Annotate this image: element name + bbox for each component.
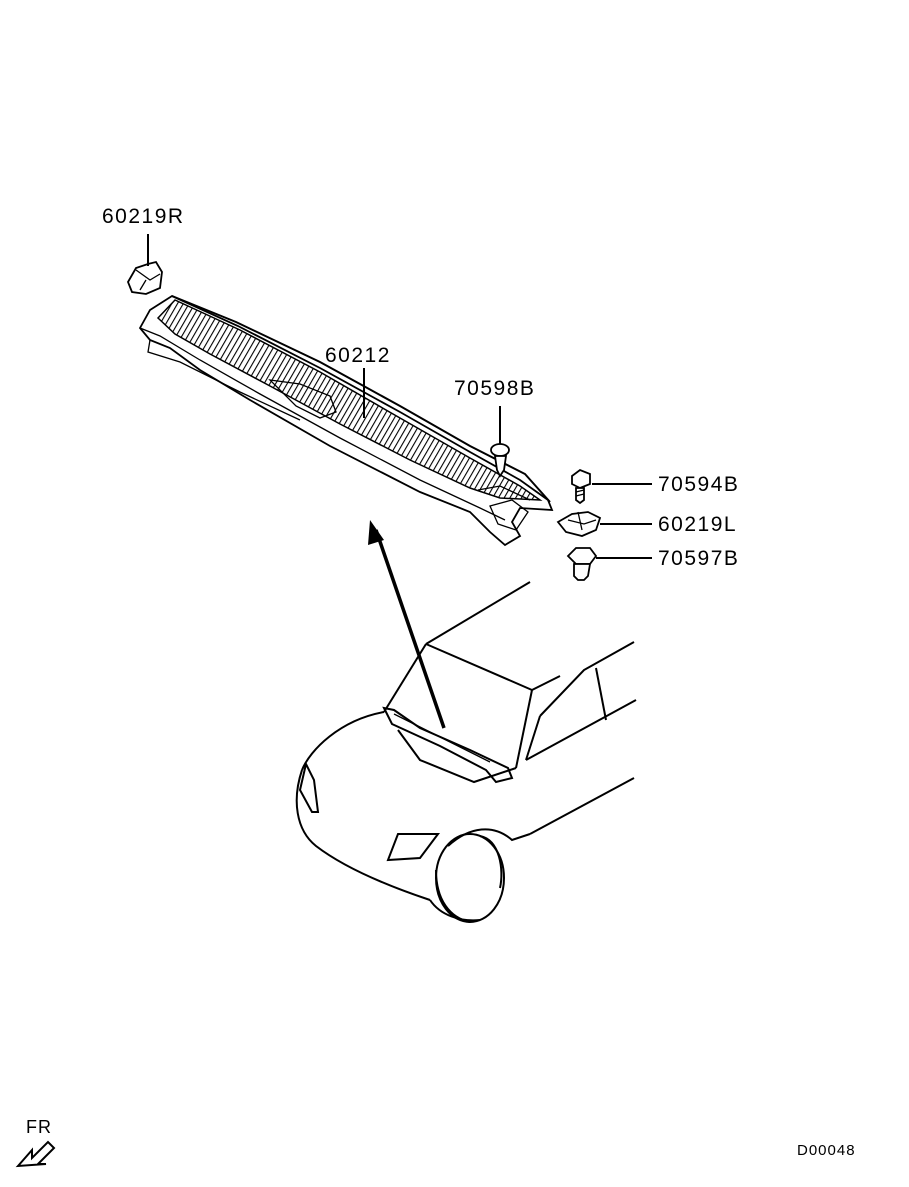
- nut-part: [566, 547, 598, 581]
- clip-top-part: [490, 443, 510, 478]
- location-arrow: [368, 520, 446, 729]
- vehicle-outline: [295, 581, 637, 923]
- cowl-top-panel: [138, 294, 554, 547]
- label-nut: 70597B: [658, 547, 740, 570]
- drawing-code: D00048: [797, 1142, 856, 1159]
- direction-indicator-label: FR: [26, 1117, 52, 1137]
- label-clip-right: 60219R: [102, 205, 185, 228]
- front-direction-arrow-icon: [15, 1140, 56, 1168]
- clip-right-part: [127, 260, 163, 295]
- label-clip-top: 70598B: [454, 377, 536, 400]
- label-screw: 70594B: [658, 473, 740, 496]
- screw-part: [571, 468, 591, 505]
- clip-left-part: [556, 511, 602, 537]
- label-cowl-top-panel: 60212: [325, 344, 391, 367]
- leader-lines: [147, 234, 652, 559]
- label-clip-left: 60219L: [658, 513, 738, 536]
